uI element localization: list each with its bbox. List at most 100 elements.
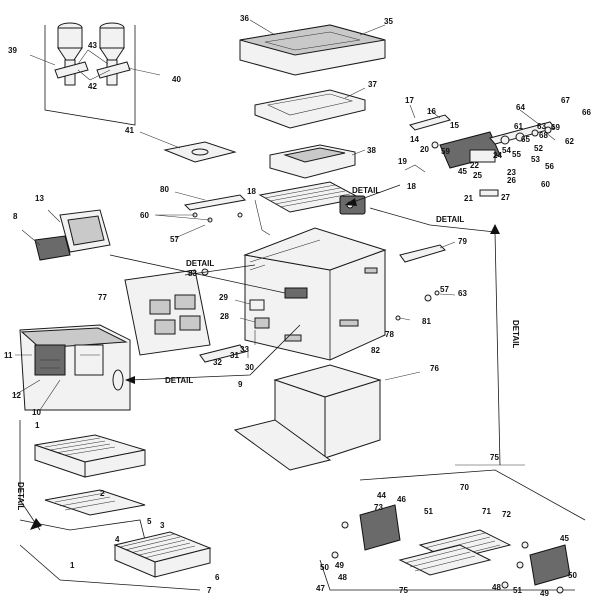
callout-76: 76 bbox=[430, 364, 439, 373]
callout-4: 4 bbox=[115, 535, 120, 544]
detail-label-6: DETAIL bbox=[16, 482, 25, 510]
callout-56: 56 bbox=[545, 162, 554, 171]
callout-12: 12 bbox=[12, 391, 21, 400]
callout-19: 19 bbox=[398, 157, 407, 166]
callout-83: 83 bbox=[188, 269, 197, 278]
control-display bbox=[21, 209, 111, 261]
callout-23: 23 bbox=[507, 168, 516, 177]
callout-53: 53 bbox=[531, 155, 540, 164]
callout-50a: 50 bbox=[320, 563, 329, 572]
callout-66: 66 bbox=[582, 108, 591, 117]
callout-47: 47 bbox=[316, 584, 325, 593]
arrow-left-head-2 bbox=[345, 198, 357, 206]
callout-1a: 1 bbox=[35, 421, 40, 430]
callout-48a: 48 bbox=[338, 573, 347, 582]
callout-41: 41 bbox=[125, 126, 134, 135]
arrow-up-head bbox=[490, 224, 500, 234]
top-cover bbox=[239, 19, 386, 76]
burner-tray-top bbox=[34, 434, 146, 478]
hx-detail-bottom bbox=[319, 464, 586, 594]
callout-26: 26 bbox=[507, 176, 516, 185]
callout-57a: 57 bbox=[170, 235, 179, 244]
callout-8: 8 bbox=[13, 212, 18, 221]
callout-32: 32 bbox=[213, 358, 222, 367]
arrow-down-head bbox=[30, 518, 42, 530]
callout-1b: 1 bbox=[70, 561, 75, 570]
callout-6: 6 bbox=[215, 573, 220, 582]
callout-68: 68 bbox=[539, 131, 548, 140]
callout-48b: 48 bbox=[492, 583, 501, 592]
callout-18a: 18 bbox=[247, 187, 256, 196]
callout-7: 7 bbox=[207, 586, 212, 595]
small-fittings-right bbox=[395, 290, 456, 321]
callout-40: 40 bbox=[172, 75, 181, 84]
callout-60b: 60 bbox=[541, 180, 550, 189]
gasket-plate bbox=[139, 131, 237, 163]
callout-14: 14 bbox=[410, 135, 419, 144]
callout-13: 13 bbox=[35, 194, 44, 203]
callout-5: 5 bbox=[147, 517, 152, 526]
callout-78: 78 bbox=[385, 330, 394, 339]
detail-label-1: DETAIL bbox=[352, 186, 380, 195]
callout-51a: 51 bbox=[424, 507, 433, 516]
callout-42: 42 bbox=[88, 82, 97, 91]
callout-71: 71 bbox=[482, 507, 491, 516]
callout-70: 70 bbox=[460, 483, 469, 492]
callout-39: 39 bbox=[8, 46, 17, 55]
detail-label-4: DETAIL bbox=[165, 376, 193, 385]
detail-label-3: DETAIL bbox=[186, 259, 214, 268]
callout-3: 3 bbox=[160, 521, 165, 530]
detail-leaders bbox=[19, 184, 501, 531]
vent-pipe-right bbox=[96, 22, 131, 86]
callout-38: 38 bbox=[367, 146, 376, 155]
callout-57b: 57 bbox=[440, 285, 449, 294]
rail-79 bbox=[399, 244, 446, 263]
callout-52: 52 bbox=[534, 144, 543, 153]
callout-61: 61 bbox=[514, 122, 523, 131]
detail-labels: DETAIL DETAIL DETAIL DETAIL DETAIL DETAI… bbox=[16, 186, 520, 510]
callout-75b: 75 bbox=[399, 586, 408, 595]
callout-43: 43 bbox=[88, 41, 97, 50]
callout-55: 55 bbox=[512, 150, 521, 159]
top-frame bbox=[254, 87, 366, 129]
control-box bbox=[14, 324, 131, 411]
callout-44: 44 bbox=[377, 491, 386, 500]
callout-49a: 49 bbox=[335, 561, 344, 570]
callout-69: 69 bbox=[551, 123, 560, 132]
burner-tray-bottom bbox=[19, 531, 212, 591]
callout-51b: 51 bbox=[513, 586, 522, 595]
callout-67: 67 bbox=[561, 96, 570, 105]
callout-63a: 63 bbox=[458, 289, 467, 298]
callout-73: 73 bbox=[374, 503, 383, 512]
callout-31: 31 bbox=[230, 351, 239, 360]
callout-30: 30 bbox=[245, 363, 254, 372]
heat-exchanger bbox=[254, 181, 366, 236]
callout-21: 21 bbox=[464, 194, 473, 203]
callout-22: 22 bbox=[470, 161, 479, 170]
callout-62: 62 bbox=[565, 137, 574, 146]
callout-2: 2 bbox=[100, 489, 105, 498]
callout-72: 72 bbox=[502, 510, 511, 519]
main-cabinet bbox=[243, 227, 387, 361]
base-76 bbox=[233, 364, 421, 471]
callout-15: 15 bbox=[450, 121, 459, 130]
detail-label-2: DETAIL bbox=[436, 215, 464, 224]
burner-tray-mid bbox=[19, 489, 146, 541]
callout-63b: 63 bbox=[537, 122, 546, 131]
detail-label-5: DETAIL bbox=[511, 320, 520, 348]
callout-16: 16 bbox=[427, 107, 436, 116]
callout-28: 28 bbox=[220, 312, 229, 321]
side-panel-77 bbox=[124, 269, 211, 356]
callout-79: 79 bbox=[458, 237, 467, 246]
callout-labels: 39 40 43 42 36 35 37 41 38 80 60 57 18 1… bbox=[4, 14, 591, 598]
callout-9: 9 bbox=[238, 380, 243, 389]
callout-11: 11 bbox=[4, 351, 13, 360]
callout-46: 46 bbox=[397, 495, 406, 504]
callout-75a: 75 bbox=[490, 453, 499, 462]
callout-10: 10 bbox=[32, 408, 41, 417]
vent-kit-group bbox=[29, 22, 161, 126]
callout-24: 24 bbox=[493, 151, 502, 160]
callout-49b: 49 bbox=[540, 589, 549, 598]
callout-82: 82 bbox=[371, 346, 380, 355]
callout-77: 77 bbox=[98, 293, 107, 302]
